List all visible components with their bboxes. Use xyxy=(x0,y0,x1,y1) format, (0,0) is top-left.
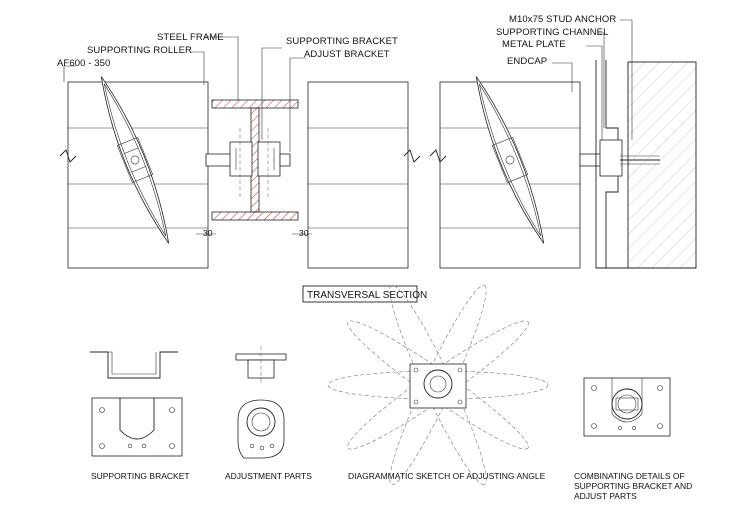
concrete-wall xyxy=(627,61,697,269)
detail-adjustment-parts xyxy=(235,346,287,459)
caption-adjustment-parts: ADJUSTMENT PARTS xyxy=(225,471,312,481)
roller-blade-right xyxy=(475,76,545,244)
detail-supporting-bracket xyxy=(90,351,183,457)
label-stud-anchor: M10x75 STUD ANCHOR xyxy=(509,14,616,25)
metal-plate xyxy=(599,139,623,177)
detail-adjusting-angle xyxy=(327,284,549,486)
label-metal-plate: METAL PLATE xyxy=(502,39,566,50)
section-left xyxy=(59,76,421,269)
label-supporting-roller: SUPPORTING ROLLER xyxy=(87,45,192,56)
caption-combined-3: ADJUST PARTS xyxy=(574,491,637,501)
louver-panel-mid xyxy=(307,81,409,269)
label-adjust-bracket: ADJUST BRACKET xyxy=(304,49,390,60)
label-model: AF600 - 350 xyxy=(57,58,110,69)
caption-combined-1: COMBINATING DETAILS OF xyxy=(574,471,685,481)
section-title-box xyxy=(302,285,418,303)
dimension-right: 30 xyxy=(299,228,309,238)
section-title: TRANSVERSAL SECTION xyxy=(307,290,427,301)
detail-combined xyxy=(583,377,671,437)
label-supporting-channel: SUPPORTING CHANNEL xyxy=(496,27,608,38)
section-right xyxy=(429,60,697,269)
caption-supporting-bracket: SUPPORTING BRACKET xyxy=(91,471,190,481)
break-line-left xyxy=(59,149,77,163)
caption-combined-2: SUPPORTING BRACKET AND xyxy=(574,481,692,491)
label-supporting-bracket: SUPPORTING BRACKET xyxy=(286,36,398,47)
label-steel-frame: STEEL FRAME xyxy=(157,32,224,43)
labels-right: M10x75 STUD ANCHOR SUPPORTING CHANNEL ME… xyxy=(496,14,633,140)
supporting-bracket xyxy=(229,128,291,198)
caption-adjusting-angle: DIAGRAMMATIC SKETCH OF ADJUSTING ANGLE xyxy=(348,471,546,481)
labels-left: STEEL FRAME SUPPORTING BRACKET SUPPORTIN… xyxy=(57,32,398,238)
label-endcap: ENDCAP xyxy=(507,56,547,67)
dimension-left: 30 xyxy=(203,228,213,238)
roller-blade-left xyxy=(100,76,170,244)
